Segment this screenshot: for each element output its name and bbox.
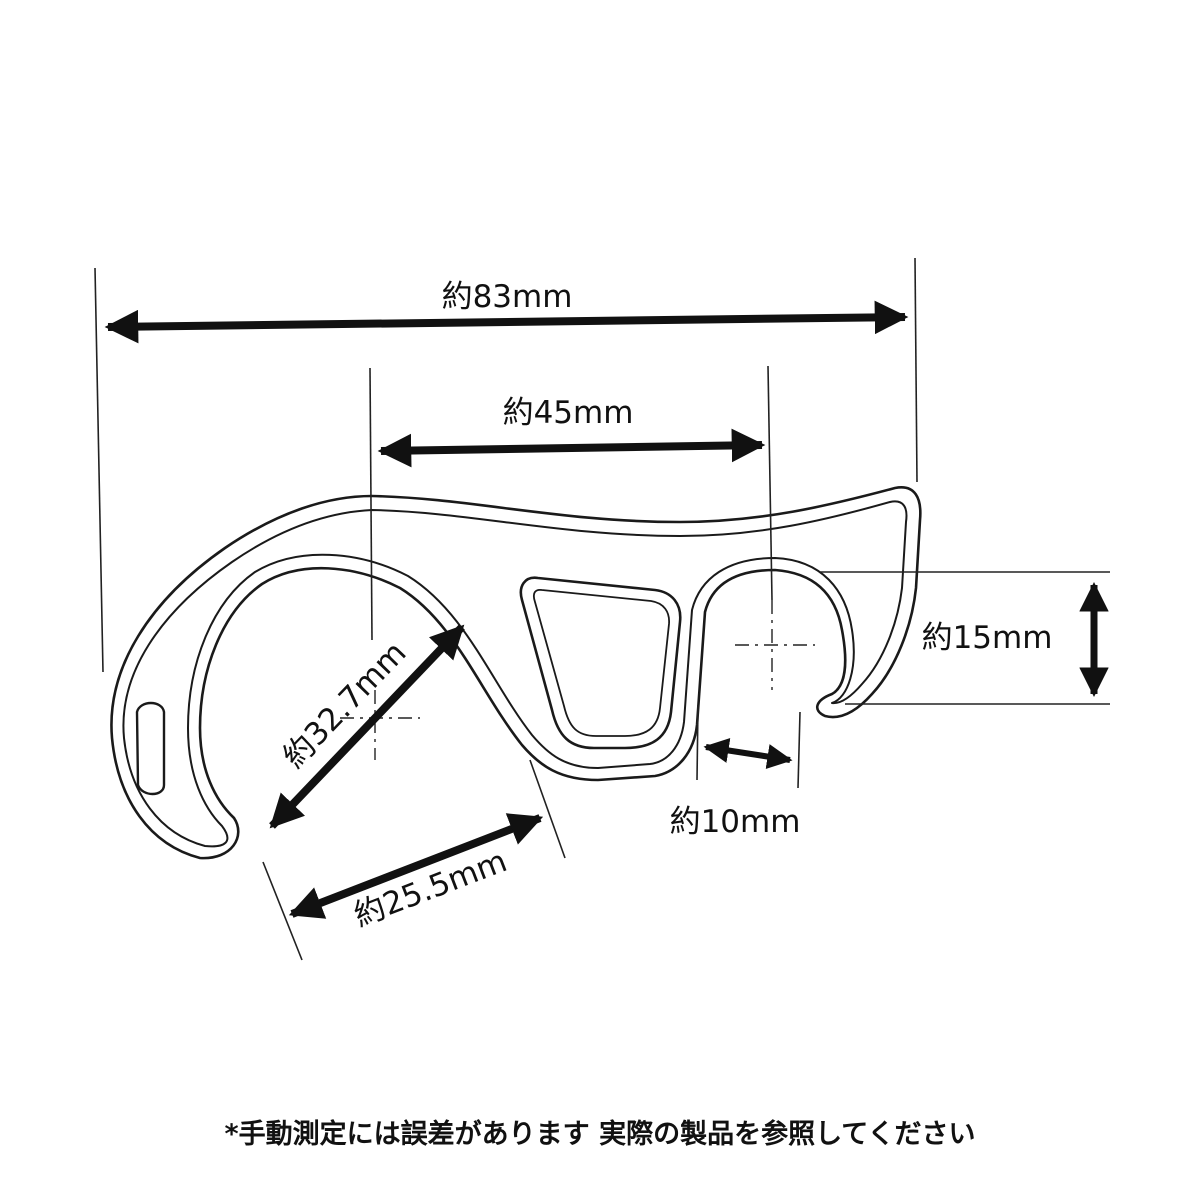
arrow-overall-length <box>104 300 909 344</box>
grip-slot <box>135 701 166 796</box>
footnote: *手動測定には誤差があります 実際の製品を参照してください <box>224 1119 976 1150</box>
ext-line-slot-left <box>696 704 699 781</box>
hook-inner-contour <box>122 500 908 848</box>
arrow-slot-width <box>703 738 793 769</box>
inner-window <box>519 576 682 750</box>
label-hook-span: 約45mm <box>503 395 634 431</box>
ext-line-left-inner <box>369 367 373 641</box>
arrow-opening-mouth <box>288 813 544 919</box>
ext-line-right-outer <box>914 257 918 483</box>
arrow-hook-span <box>377 428 766 468</box>
hook-outer-contour <box>110 486 922 860</box>
ext-line-mouth-right <box>529 759 566 859</box>
hook-outline <box>110 486 922 860</box>
label-overall-length: 約83mm <box>442 279 573 315</box>
arrow-opening-diagonal <box>269 624 465 829</box>
label-slot-height: 約15mm <box>922 620 1053 656</box>
dimension-arrows <box>104 300 1109 919</box>
ext-line-mouth-left <box>262 861 303 961</box>
label-slot-width: 約10mm <box>670 804 801 840</box>
ext-line-left-outer <box>94 267 104 673</box>
extension-lines <box>94 257 1110 961</box>
ext-line-slot-right <box>797 711 801 789</box>
inner-window-rim <box>532 588 670 737</box>
ext-line-right-inner <box>767 365 773 601</box>
